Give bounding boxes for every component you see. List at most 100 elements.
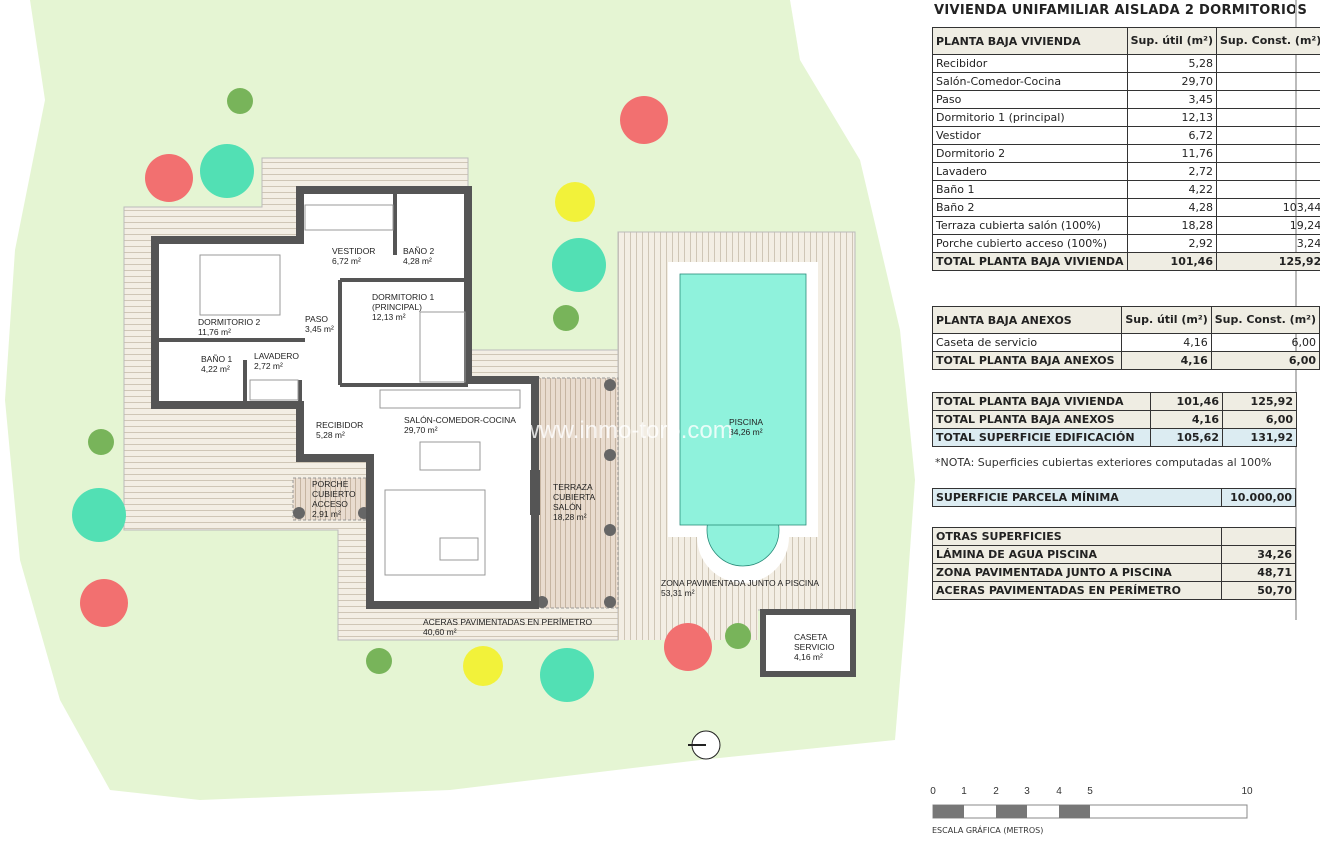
scale-label: ESCALA GRÁFICA (METROS) — [932, 826, 1044, 835]
compass-icon — [688, 730, 721, 760]
row-value: 34,26 — [1221, 545, 1296, 564]
row-label: TOTAL SUPERFICIE EDIFICACIÓN — [932, 428, 1151, 447]
furniture — [199, 204, 521, 576]
row-label: Baño 1 — [932, 180, 1128, 199]
row-const — [1215, 108, 1320, 127]
row-label: Terraza cubierta salón (100%) — [932, 216, 1128, 235]
label-bano2: BAÑO 2 — [403, 246, 434, 256]
label-zona: ZONA PAVIMENTADA JUNTO A PISCINA — [661, 578, 819, 588]
row-label: Dormitorio 1 (principal) — [932, 108, 1128, 127]
row-util: 4,16 — [1121, 333, 1212, 352]
area-bano1: 4,22 m² — [201, 364, 230, 374]
label-porche-3: ACCESO — [312, 499, 348, 509]
row-util: 6,72 — [1126, 126, 1218, 145]
header-util: Sup. útil (m²) — [1121, 306, 1212, 334]
row-label: ACERAS PAVIMENTADAS EN PERÍMETRO — [932, 581, 1222, 600]
row-label: SUPERFICIE PARCELA MÍNIMA — [932, 488, 1222, 507]
table-row: Dormitorio 1 (principal)12,13 — [932, 108, 1320, 127]
header-util: Sup. útil (m²) — [1126, 27, 1218, 55]
label-recibidor: RECIBIDOR — [316, 420, 363, 430]
area-terraza: 18,28 m² — [553, 512, 587, 522]
label-piscina: PISCINA — [729, 417, 763, 427]
row-label: Dormitorio 2 — [932, 144, 1128, 163]
pool-water — [679, 273, 807, 526]
scale-segment — [1059, 805, 1090, 818]
area-lavadero: 2,72 m² — [254, 361, 283, 371]
row-label: TOTAL PLANTA BAJA ANEXOS — [932, 410, 1151, 429]
area-paso: 3,45 m² — [305, 324, 334, 334]
label-dorm1: DORMITORIO 1 — [372, 292, 434, 302]
row-value: 48,71 — [1221, 563, 1296, 582]
label-porche: PORCHE — [312, 479, 349, 489]
row-label: LÁMINA DE AGUA PISCINA — [932, 545, 1222, 564]
total-label: TOTAL PLANTA BAJA ANEXOS — [931, 351, 1123, 370]
area-caseta: 4,16 m² — [794, 652, 823, 662]
area-vestidor: 6,72 m² — [332, 256, 361, 266]
header-label: PLANTA BAJA ANEXOS — [931, 306, 1123, 334]
total-util: 4,16 — [1121, 351, 1212, 370]
label-paso: PASO — [305, 314, 328, 324]
row-const: 131,92 — [1222, 428, 1297, 447]
row-label: Lavadero — [932, 162, 1128, 181]
covered-terrace — [536, 377, 619, 609]
row-label: Recibidor — [932, 54, 1128, 73]
trees — [72, 88, 751, 702]
total-const: 6,00 — [1210, 351, 1320, 370]
row-label: Salón-Comedor-Cocina — [932, 72, 1128, 91]
total-label: TOTAL PLANTA BAJA VIVIENDA — [932, 252, 1128, 271]
area-porche: 2,91 m² — [312, 509, 341, 519]
graphic-scale: 0 1 2 3 4 5 10 — [930, 786, 1253, 819]
row-const — [1215, 162, 1320, 181]
row-const — [1215, 126, 1320, 145]
row-const: 3,24 — [1215, 234, 1320, 253]
area-salon: 29,70 m² — [404, 425, 438, 435]
row-label: TOTAL PLANTA BAJA VIVIENDA — [932, 392, 1151, 411]
area-recibidor: 5,28 m² — [316, 430, 345, 440]
scale-segment — [933, 805, 964, 818]
row-const: 6,00 — [1210, 333, 1320, 352]
scale-tick-2: 2 — [993, 786, 999, 797]
area-dorm1: 12,13 m² — [372, 312, 406, 322]
row-util: 4,28 — [1126, 198, 1218, 217]
header-const: Sup. Const. (m²) — [1210, 306, 1320, 334]
row-const — [1215, 90, 1320, 109]
row-label: Caseta de servicio — [931, 333, 1123, 352]
label-caseta-2: SERVICIO — [794, 642, 835, 652]
scale-tick-0: 0 — [930, 786, 936, 797]
row-util: 4,22 — [1126, 180, 1218, 199]
row-util: 2,92 — [1126, 234, 1218, 253]
area-aceras: 40,60 m² — [423, 627, 457, 637]
scale-tick-10: 10 — [1241, 786, 1253, 797]
row-label: ZONA PAVIMENTADA JUNTO A PISCINA — [932, 563, 1222, 582]
table-otras-superficies: OTRAS SUPERFICIES LÁMINA DE AGUA PISCINA… — [932, 527, 1296, 600]
row-const: 19,24 — [1215, 216, 1320, 235]
row-util: 11,76 — [1126, 144, 1218, 163]
label-salon: SALÓN-COMEDOR-COCINA — [404, 415, 516, 425]
row-const — [1215, 54, 1320, 73]
label-terraza-2: CUBIERTA — [553, 492, 596, 502]
header-const: Sup. Const. (m²) — [1215, 27, 1320, 55]
row-util: 101,46 — [1150, 392, 1223, 411]
row-util: 29,70 — [1126, 72, 1218, 91]
label-bano1: BAÑO 1 — [201, 354, 232, 364]
interior-walls — [155, 190, 540, 515]
